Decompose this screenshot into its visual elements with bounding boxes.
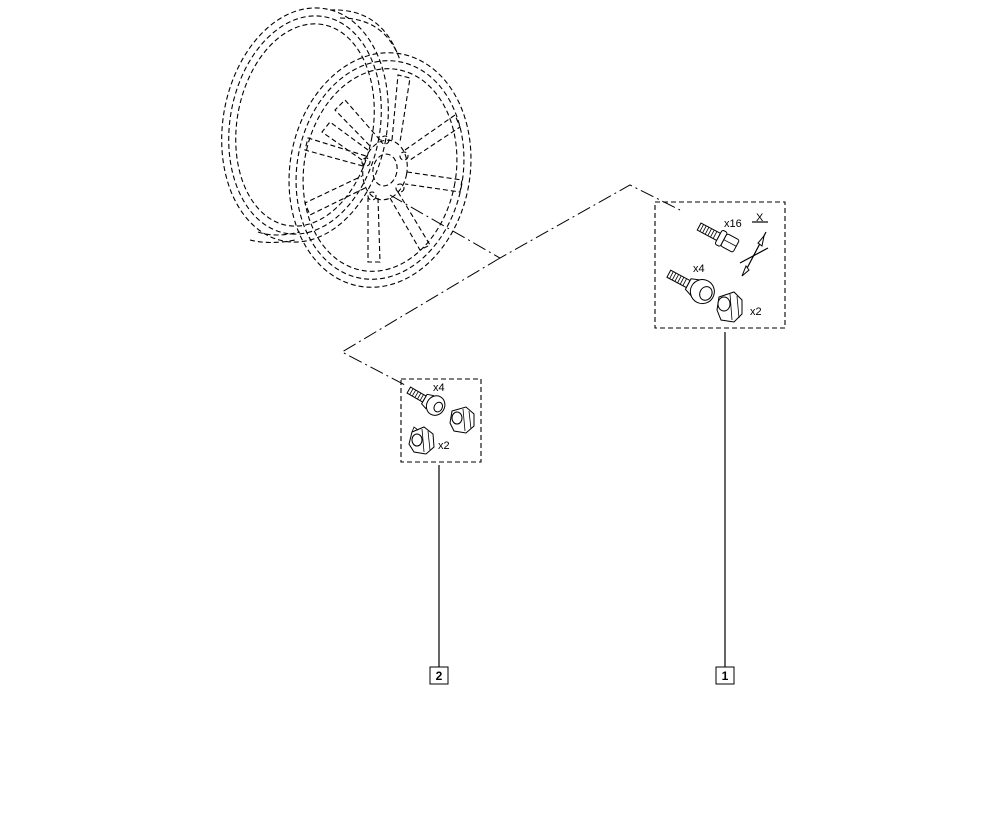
long-bolt-illustration <box>696 222 740 253</box>
dimension-x-marker <box>739 221 769 277</box>
kit-2-bolt-illustration <box>406 386 446 416</box>
kit-2-nut-right-illustration <box>449 406 475 434</box>
dimension-x-label: X <box>756 212 764 224</box>
kit-1-frame <box>654 201 786 329</box>
short-bolt-illustration <box>666 269 715 305</box>
nut-illustration <box>716 291 743 323</box>
short-bolt-qty-label: x4 <box>693 263 705 275</box>
callout-2-box <box>429 666 449 685</box>
kit-2-frame <box>400 378 482 463</box>
callout-1-label: 1 <box>722 669 729 683</box>
callout-1-box <box>715 666 735 685</box>
callout-2-label: 2 <box>436 669 443 683</box>
assembly-leader-lines <box>340 184 681 386</box>
kit-2-nut-left-illustration <box>408 426 435 455</box>
kit-1-group: x16 X x4 x2 <box>654 201 786 685</box>
long-bolt-qty-label: x16 <box>724 218 742 230</box>
kit-2-nut-qty-label: x2 <box>438 440 450 452</box>
kit-2-bolt-qty-label: x4 <box>433 382 445 394</box>
nut-qty-label: x2 <box>750 306 762 318</box>
wheel-illustration <box>221 7 472 288</box>
kit-2-group: x4 x2 2 <box>400 378 482 685</box>
